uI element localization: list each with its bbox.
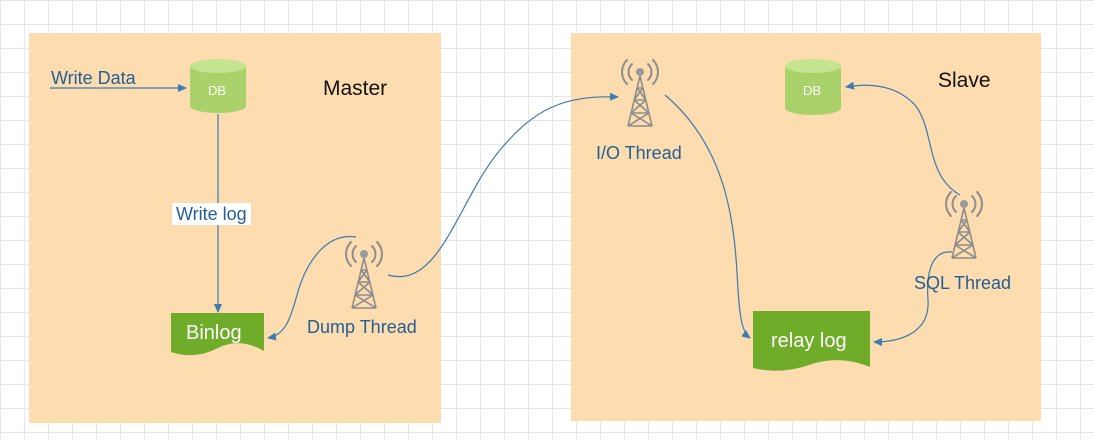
sql-thread-label: SQL Thread (914, 273, 1012, 293)
write-data-label: Write Data (51, 68, 136, 88)
master-db-label: DB (208, 83, 227, 98)
write-log-label-box: Write log (172, 203, 251, 225)
binlog-icon (171, 313, 264, 356)
master-title: Master (323, 77, 388, 100)
relay-log-label: relay log (771, 330, 847, 352)
sql-to-db-arrow (845, 81, 961, 196)
write-log-label: Write log (176, 204, 247, 224)
master-db-icon (190, 59, 246, 113)
slave-db-label: DB (803, 83, 822, 98)
sql-to-relay-arrow (873, 251, 953, 346)
io-thread-tower-icon (621, 59, 659, 127)
slave-title: Slave (938, 69, 991, 92)
dump-thread-tower-icon (345, 241, 383, 309)
dump-to-binlog-arrow (267, 235, 357, 341)
io-thread-label: I/O Thread (596, 143, 682, 163)
dump-thread-label: Dump Thread (307, 317, 417, 337)
slave-db-icon (785, 59, 841, 115)
io-to-relay-arrow (664, 94, 751, 339)
dump-to-io-arrow (387, 92, 619, 278)
sql-thread-tower-icon (945, 191, 983, 259)
binlog-label: Binlog (186, 322, 242, 344)
relay-log-icon (753, 311, 870, 371)
